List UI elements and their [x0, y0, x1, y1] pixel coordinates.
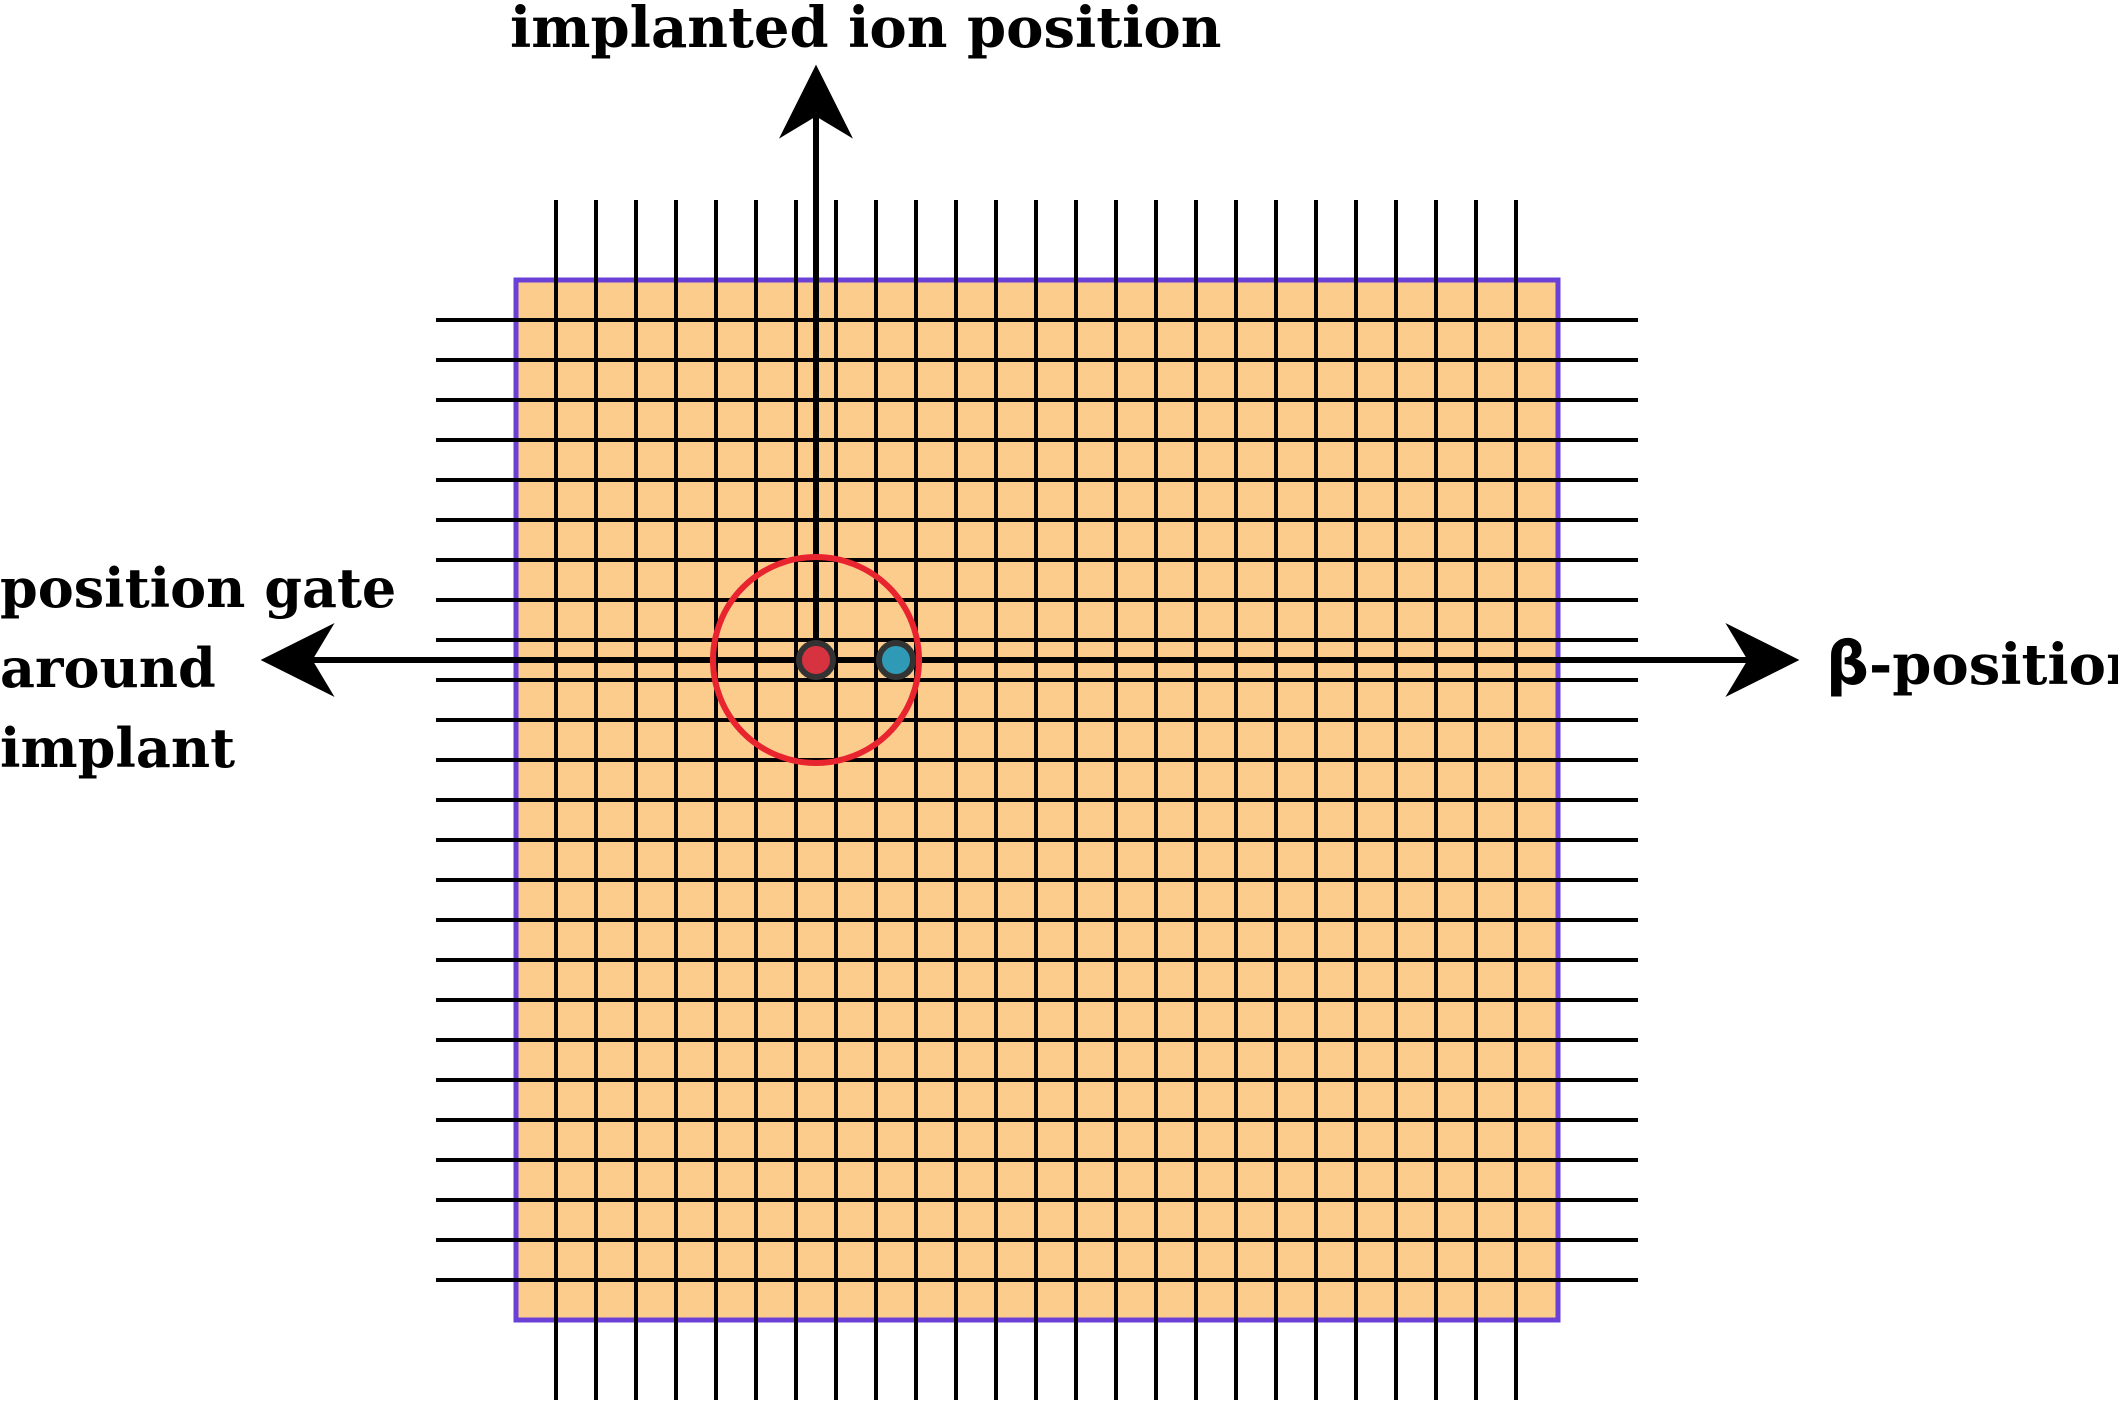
beta-symbol: β [1826, 629, 1869, 699]
beta-position-label: β-position [1826, 634, 2118, 694]
position-gate-label-line-3: implant [0, 716, 236, 780]
gate-circle-icon [710, 554, 922, 766]
position-gate-label-line-2: around [0, 636, 216, 700]
position-gate-label-line-1: position gate [0, 556, 397, 620]
horizontal-strips [436, 318, 1638, 1282]
implanted-ion-position-label: implanted ion position [510, 0, 1222, 61]
beta-dot-icon [876, 640, 916, 680]
axes [260, 64, 1800, 697]
beta-position-suffix: -position [1868, 632, 2118, 698]
position-gate-label: position gate around implant [0, 548, 396, 788]
implant-dot-icon [796, 640, 836, 680]
markers [710, 554, 922, 766]
